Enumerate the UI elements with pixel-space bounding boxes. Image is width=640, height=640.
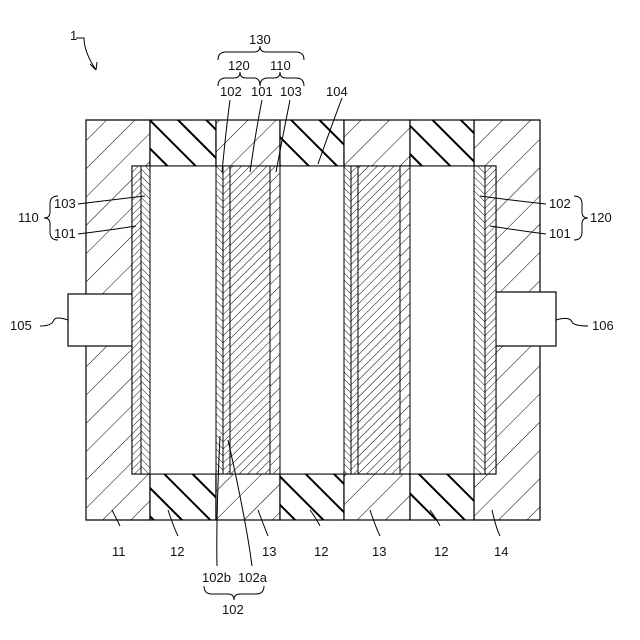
label-102-bottom: 102 [222, 602, 244, 617]
top-seal-1 [150, 120, 216, 166]
current-collector-101-left [132, 166, 141, 474]
top-seal-2 [280, 120, 344, 166]
label-12a: 12 [170, 544, 184, 559]
frame-13a [216, 474, 280, 520]
label-103-top: 103 [280, 84, 302, 99]
seal-12a [150, 474, 216, 520]
layer-103-2 [400, 166, 410, 474]
frame-13b [344, 474, 410, 520]
label-device-1: 1 [70, 28, 77, 43]
label-120-top: 120 [228, 58, 250, 73]
label-110-top: 110 [270, 58, 291, 73]
label-110-left: 110 [18, 210, 39, 225]
top-frame-1 [216, 120, 280, 166]
label-12b: 12 [314, 544, 328, 559]
label-102b: 102b [202, 570, 231, 585]
layer-102a-2 [351, 166, 358, 474]
label-13b: 13 [372, 544, 386, 559]
layer-102b-2 [344, 166, 351, 474]
label-104: 104 [326, 84, 348, 99]
label-130: 130 [249, 32, 271, 47]
electrolyte-space-3 [410, 166, 474, 474]
layer-102b-1 [216, 166, 223, 474]
electrolyte-space-104 [280, 166, 344, 474]
label-13a: 13 [262, 544, 276, 559]
terminal-106 [496, 292, 556, 346]
label-102-top: 102 [220, 84, 242, 99]
electrolyte-space-1 [150, 166, 216, 474]
current-collector-101-right [485, 166, 496, 474]
collector-101-2 [358, 166, 400, 474]
label-14: 14 [494, 544, 508, 559]
label-105: 105 [10, 318, 32, 333]
label-101-right: 101 [549, 226, 571, 241]
label-11: 11 [112, 544, 126, 559]
top-seal-3 [410, 120, 474, 166]
label-102a: 102a [238, 570, 268, 585]
layer-103-1 [270, 166, 280, 474]
seal-12c [410, 474, 474, 520]
collector-101-1 [230, 166, 270, 474]
label-102-right: 102 [549, 196, 571, 211]
active-layer-102-right [474, 166, 485, 474]
label-12c: 12 [434, 544, 448, 559]
active-layer-103-left [141, 166, 150, 474]
label-106: 106 [592, 318, 614, 333]
label-103-left: 103 [54, 196, 76, 211]
label-101-left: 101 [54, 226, 76, 241]
label-120-right: 120 [590, 210, 612, 225]
label-101-top: 101 [251, 84, 273, 99]
terminal-105 [68, 294, 132, 346]
top-frame-2 [344, 120, 410, 166]
layer-102a-1 [223, 166, 230, 474]
